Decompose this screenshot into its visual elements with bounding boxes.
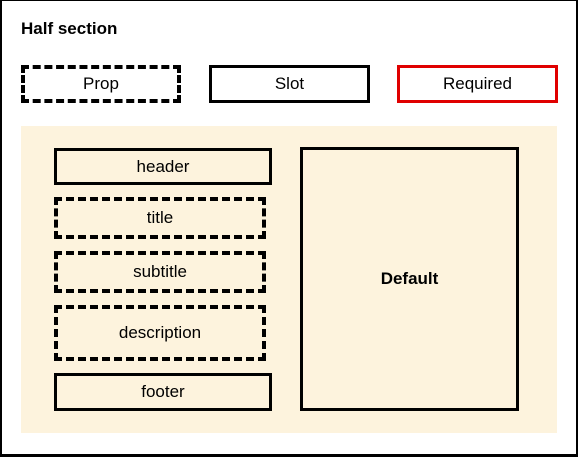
default-slot-label: Default xyxy=(380,269,439,288)
legend-prop: Prop xyxy=(21,65,181,103)
legend-required-label: Required xyxy=(443,74,512,93)
footer-slot: footer xyxy=(54,373,272,411)
title-prop-label: title xyxy=(146,208,174,227)
diagram-title: Half section xyxy=(21,19,118,38)
title-prop: title xyxy=(54,197,266,239)
header-slot-label: header xyxy=(136,156,190,176)
footer-slot-label: footer xyxy=(141,382,185,401)
subtitle-prop: subtitle xyxy=(54,251,266,293)
legend-required: Required xyxy=(397,65,558,103)
component-panel xyxy=(21,126,557,433)
legend-slot: Slot xyxy=(209,65,370,103)
legend-slot-label: Slot xyxy=(274,74,305,93)
subtitle-prop-label: subtitle xyxy=(133,262,187,281)
header-slot: header xyxy=(54,148,272,185)
description-prop-label: description xyxy=(118,323,202,342)
default-slot: Default xyxy=(300,147,519,411)
description-prop: description xyxy=(54,305,266,361)
legend-prop-label: Prop xyxy=(83,74,119,93)
